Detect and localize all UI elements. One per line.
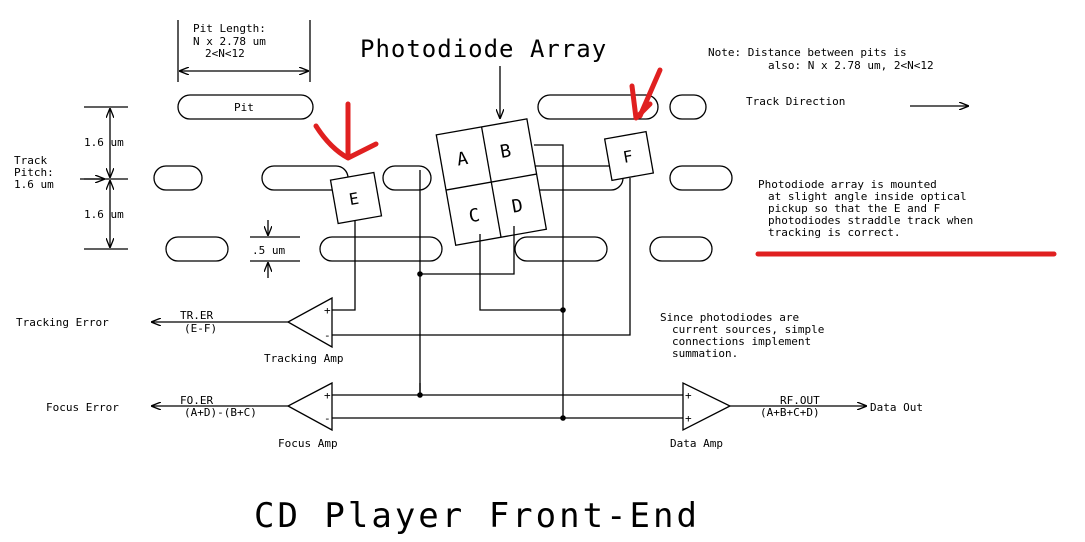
pit <box>669 94 707 120</box>
pit <box>649 236 713 262</box>
track-pitch-line1: Track <box>14 154 47 167</box>
tracking-error-output: Tracking Error <box>16 316 109 329</box>
sources-note-line2: current sources, simple <box>672 323 824 336</box>
sources-note-line3: connections implement <box>672 335 811 348</box>
track-pitch-dimension: 1.6 um 1.6 um Track Pitch: 1.6 um <box>14 106 128 250</box>
focus-formula: (A+D)-(B+C) <box>184 406 257 419</box>
focus-amp: + - FO.ER (A+D)-(B+C) Focus Error Focus … <box>46 381 338 450</box>
photodiode-array-label: Photodiode Array <box>360 35 607 63</box>
pit <box>153 165 203 191</box>
pit <box>537 94 659 120</box>
mount-note-line1: Photodiode array is mounted <box>758 178 937 191</box>
mount-note-line4: photodiodes straddle track when <box>768 214 973 227</box>
pit <box>669 165 733 191</box>
photodiode-e-box: E <box>329 171 383 225</box>
tracking-amp-plus: + <box>324 304 331 317</box>
photodiode-c: C <box>467 205 481 228</box>
tracking-amp-minus: - <box>324 329 331 342</box>
tracking-amp-label: Tracking Amp <box>264 352 343 365</box>
red-annotations <box>313 67 1057 257</box>
pit-length-dimension: Pit Length: N x 2.78 um 2<N<12 <box>177 20 311 82</box>
photodiode-d: D <box>510 195 524 218</box>
mount-note: Photodiode array is mounted at slight an… <box>758 178 973 239</box>
focus-signal: FO.ER <box>180 394 213 407</box>
pit <box>177 94 314 120</box>
pit-label: Pit <box>234 101 254 114</box>
data-out-output: Data Out <box>870 401 923 414</box>
dim-top-label: 1.6 um <box>84 136 124 149</box>
pit-length-line3: 2<N<12 <box>205 47 245 60</box>
wiring <box>332 144 683 421</box>
sources-note-line4: summation. <box>672 347 738 360</box>
photodiode-array: A B C D <box>435 118 548 246</box>
track-pitch-line2: Pitch: <box>14 166 54 179</box>
pit-length-line2: N x 2.78 um <box>193 35 266 48</box>
tracking-formula: (E-F) <box>184 322 217 335</box>
pit-width-label: .5 um <box>252 244 285 257</box>
focus-amp-label: Focus Amp <box>278 437 338 450</box>
data-amp-label: Data Amp <box>670 437 723 450</box>
pit <box>514 236 608 262</box>
sources-note-line1: Since photodiodes are <box>660 311 799 324</box>
note-line1: Note: Distance between pits is <box>708 46 907 59</box>
note-line2: also: N x 2.78 um, 2<N<12 <box>768 59 934 72</box>
pit-length-line1: Pit Length: <box>193 22 266 35</box>
track-pitch-line3: 1.6 um <box>14 178 54 191</box>
mount-note-line5: tracking is correct. <box>768 226 900 239</box>
pit <box>382 165 432 191</box>
pit-width-dimension: .5 um <box>250 220 300 278</box>
pit <box>319 236 443 262</box>
page-title: CD Player Front-End <box>254 496 700 536</box>
tracking-amp: + - TR.ER (E-F) Tracking Error Tracking … <box>16 296 343 365</box>
pit-track-bottom <box>165 236 713 262</box>
focus-error-output: Focus Error <box>46 401 119 414</box>
pit <box>165 236 229 262</box>
data-signal: RF.OUT <box>780 394 820 407</box>
dim-bottom-label: 1.6 um <box>84 208 124 221</box>
focus-amp-plus: + <box>324 389 331 402</box>
photodiode-e: E <box>348 189 361 209</box>
data-amp-plus-2: + <box>685 412 692 425</box>
data-amp: + + RF.OUT (A+B+C+D) Data Out Data Amp <box>670 381 923 450</box>
track-direction-label: Track Direction <box>746 95 845 108</box>
sources-note: Since photodiodes are current sources, s… <box>660 311 824 360</box>
data-amp-plus-1: + <box>685 389 692 402</box>
focus-amp-minus: - <box>324 412 331 425</box>
mount-note-line2: at slight angle inside optical <box>768 190 967 203</box>
photodiode-f-box: F <box>603 130 655 182</box>
photodiode-b: B <box>498 140 512 163</box>
photodiode-f: F <box>622 147 635 167</box>
data-formula: (A+B+C+D) <box>760 406 820 419</box>
pit-track-top <box>177 94 707 120</box>
tracking-signal: TR.ER <box>180 309 213 322</box>
photodiode-a: A <box>455 148 469 171</box>
mount-note-line3: pickup so that the E and F <box>768 202 940 215</box>
